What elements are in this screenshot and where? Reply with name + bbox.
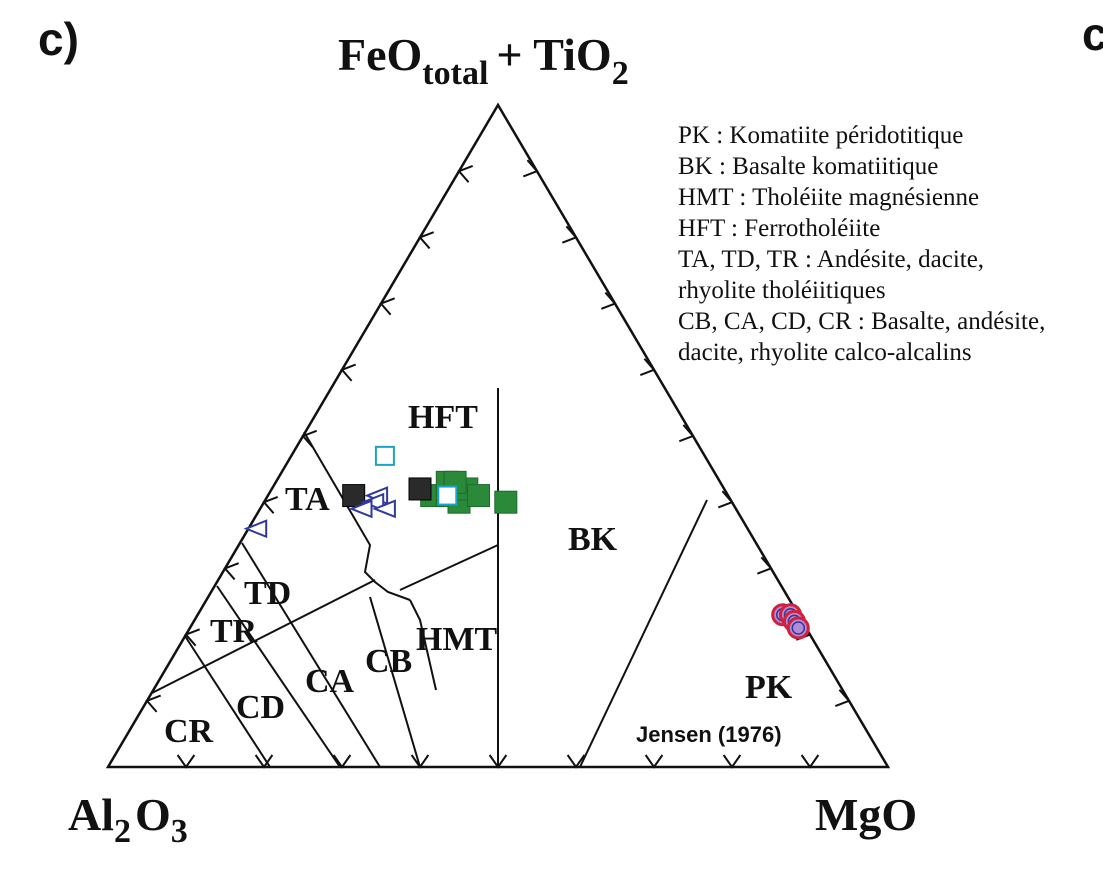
field-label-pk: PK: [745, 669, 793, 706]
tick-base-edge: [644, 754, 664, 769]
tick-base-edge: [800, 754, 820, 769]
data-point: [372, 499, 396, 519]
tick-base-edge: [566, 754, 586, 769]
legend-line: PK : Komatiite péridotitique: [678, 122, 963, 149]
panel-label: c): [38, 13, 79, 65]
tick-left-edge: [457, 165, 474, 183]
field-label-hmt: HMT: [416, 621, 498, 658]
tick-left-edge: [145, 694, 162, 713]
field-label-tr: TR: [210, 613, 258, 650]
tick-base-edge: [722, 754, 742, 769]
legend-line: CB, CA, CD, CR : Basalte, andésite,: [678, 308, 1045, 335]
data-point: [374, 445, 395, 466]
field-label-bk: BK: [568, 521, 618, 558]
axis-ticks: [145, 159, 851, 769]
legend: PK : Komatiite péridotitique BK : Basalt…: [678, 122, 1045, 366]
legend-line: BK : Basalte komatiitique: [678, 153, 938, 180]
tick-right-edge: [678, 424, 695, 443]
tick-base-edge: [410, 754, 430, 769]
data-point: [467, 484, 490, 508]
data-points: [243, 445, 810, 640]
data-point: [360, 492, 385, 512]
boundary-tholeiitic-calcalkaline: [151, 579, 376, 694]
tick-base-edge: [332, 754, 352, 769]
legend-line: HFT : Ferrotholéiite: [678, 215, 880, 242]
tick-left-edge: [301, 429, 318, 448]
boundary-td-tr: [216, 585, 341, 768]
panel-label-next: c: [1082, 8, 1103, 60]
data-point: [437, 485, 458, 506]
data-point: [342, 484, 366, 508]
data-point: [408, 477, 432, 501]
boundary-hmt-cb: [409, 599, 437, 691]
tick-right-edge: [717, 490, 734, 509]
vertex-right-label: MgO: [815, 789, 917, 840]
reference-label: Jensen (1976): [636, 722, 782, 747]
tick-base-edge: [488, 754, 508, 769]
boundary-tr-cr: [184, 635, 271, 768]
data-point: [348, 499, 373, 519]
data-point: [243, 519, 268, 539]
tick-left-edge: [184, 628, 201, 647]
tick-base-edge: [176, 754, 196, 769]
tick-right-edge: [639, 358, 656, 376]
legend-line: HMT : Tholéiite magnésienne: [678, 184, 979, 211]
legend-line: rhyolite tholéiitiques: [678, 277, 886, 304]
data-point: [494, 490, 518, 514]
field-label-td: TD: [244, 575, 291, 612]
tick-right-edge: [834, 689, 851, 707]
tick-left-edge: [223, 562, 240, 581]
tick-left-edge: [418, 231, 435, 250]
tick-left-edge: [262, 496, 279, 514]
tick-left-edge: [340, 363, 357, 382]
boundary-bk-pk: [579, 499, 708, 768]
field-label-ca: CA: [305, 663, 355, 700]
boundary-hft-hmt: [399, 544, 499, 591]
field-boundaries: [151, 388, 708, 768]
field-label-ta: TA: [285, 481, 330, 518]
tick-base-edge: [254, 754, 274, 769]
legend-line: dacite, rhyolite calco-alcalins: [678, 339, 972, 366]
tick-right-edge: [600, 291, 617, 310]
tick-left-edge: [379, 297, 396, 316]
tick-right-edge: [561, 225, 578, 244]
field-label-cr: CR: [164, 713, 214, 750]
boundary-tholeiitic-ta: [303, 431, 411, 601]
field-label-hft: HFT: [408, 399, 478, 436]
vertex-top-label: FeOtotal+ TiO2: [338, 29, 629, 92]
boundary-cb-ca: [369, 596, 421, 768]
tick-right-edge: [522, 159, 539, 178]
vertex-left-label: Al2O3: [68, 789, 188, 850]
boundary-ta-td: [241, 542, 381, 768]
field-label-cb: CB: [365, 643, 412, 680]
data-point-outline: [791, 621, 806, 635]
legend-line: TA, TD, TR : Andésite, dacite,: [678, 246, 984, 273]
field-label-cd: CD: [236, 689, 285, 726]
data-point: [786, 616, 810, 640]
tick-right-edge: [756, 556, 773, 575]
